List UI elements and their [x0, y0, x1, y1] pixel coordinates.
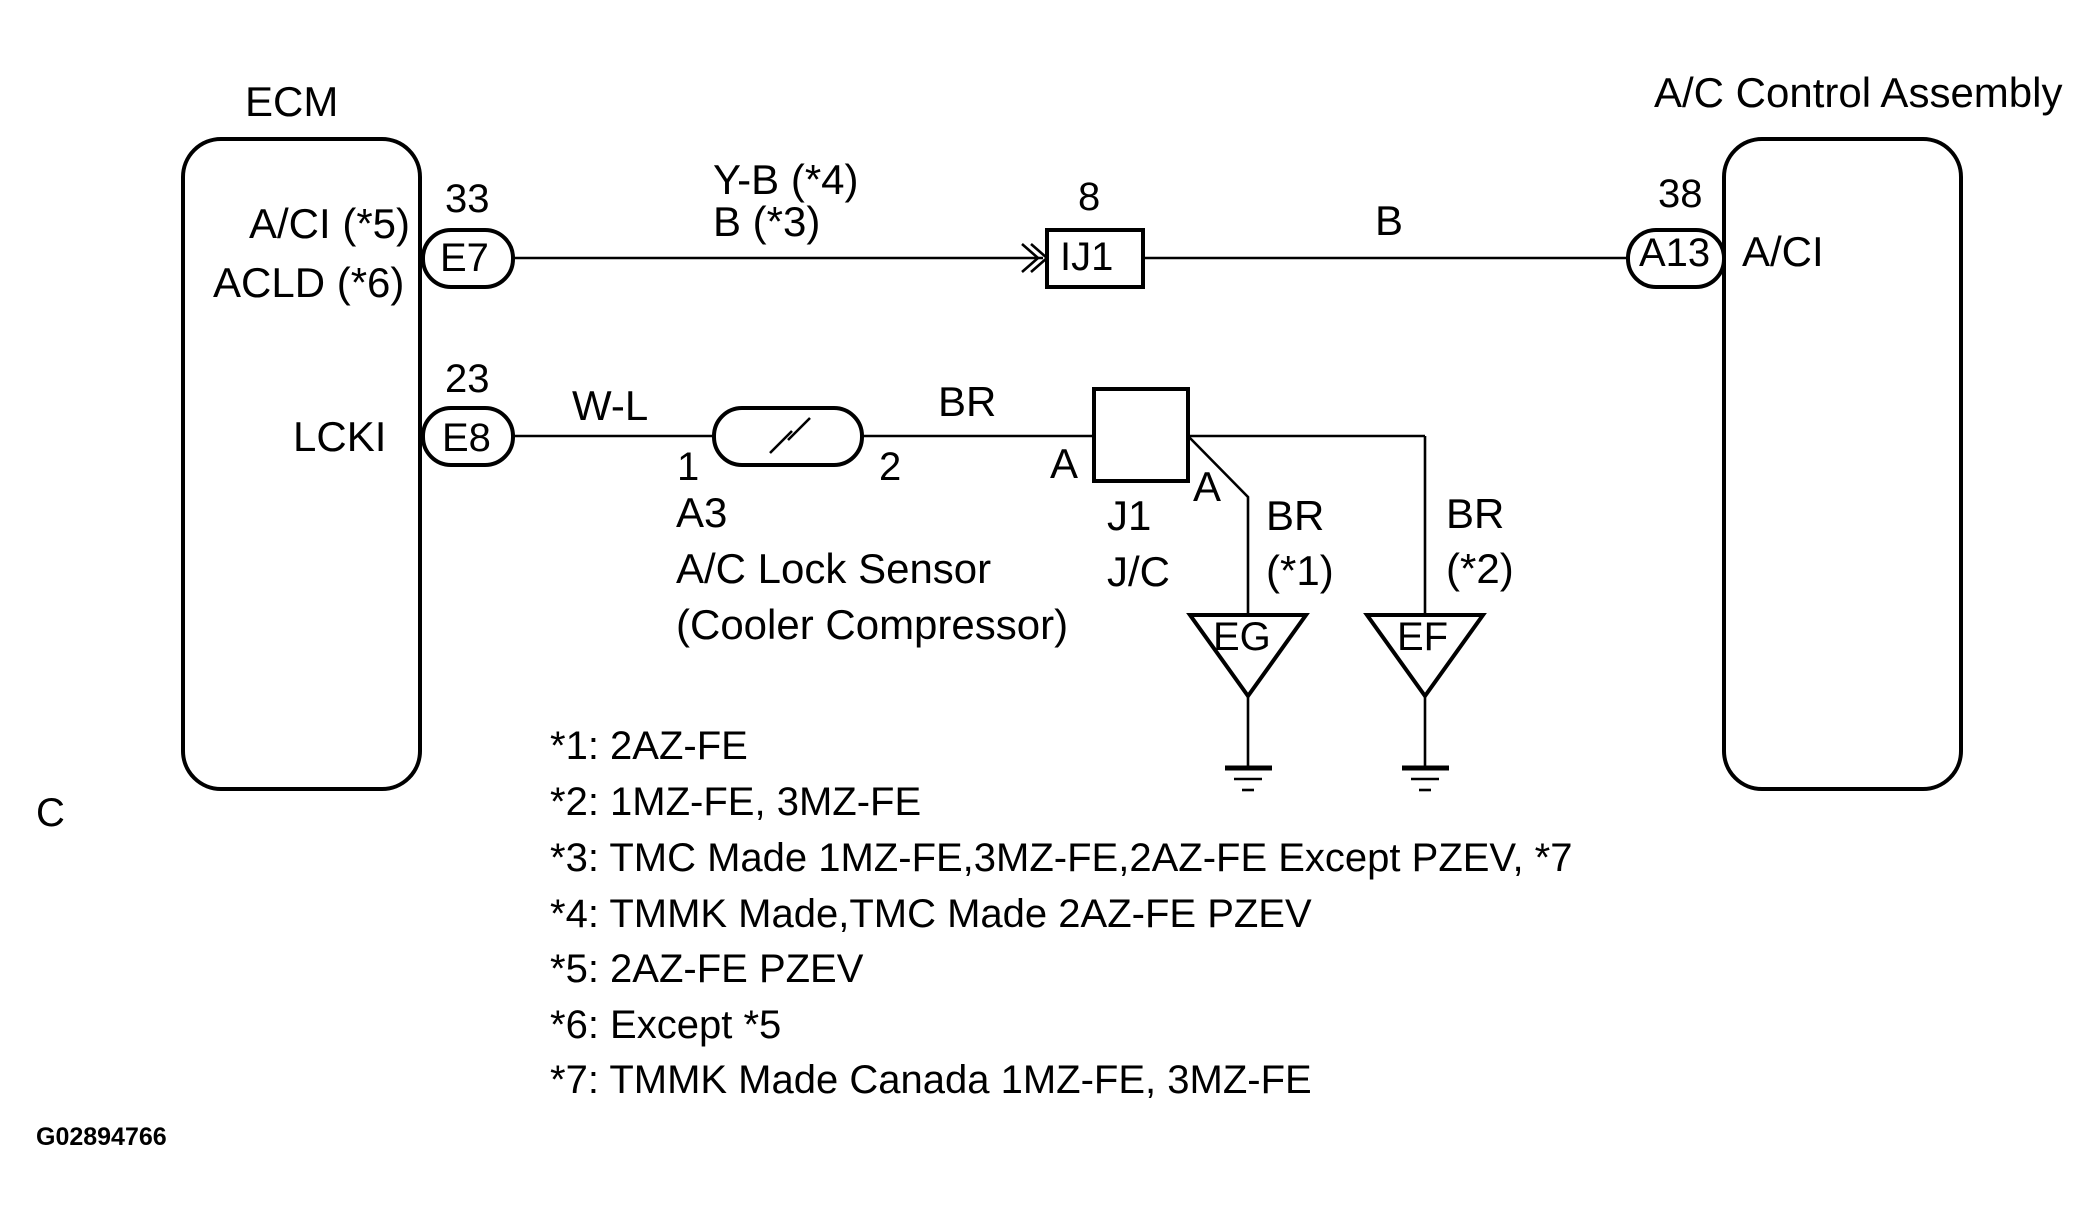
connector-e8: E8 23	[421, 357, 515, 467]
ground-ef-triangle	[1363, 613, 1487, 700]
ground-eg-label: EG	[1213, 615, 1271, 659]
connector-ij1-label: IJ1	[1060, 235, 1113, 279]
sensor-switch-stroke-2	[787, 417, 811, 441]
ecm-pin-acld-label: ACLD (*6)	[213, 259, 404, 306]
footnote-5: *5: 2AZ-FE PZEV	[550, 947, 864, 991]
footnote-6: *6: Except *5	[550, 1003, 781, 1047]
wire-ij1-color: B	[1375, 197, 1403, 244]
connector-e7-label: E7	[440, 236, 489, 280]
sensor-switch-stroke-1	[769, 430, 793, 454]
footnotes: *1: 2AZ-FE *2: 1MZ-FE, 3MZ-FE *3: TMC Ma…	[550, 724, 1572, 1102]
ecm-pin-lcki-label: LCKI	[293, 413, 386, 460]
connector-a13-oval	[1626, 228, 1726, 289]
ground-ef-label: EF	[1397, 615, 1448, 659]
sensor-name: A/C Lock Sensor	[676, 545, 991, 592]
wire-e7-color-2: B (*3)	[713, 198, 820, 245]
wire-e7-color-1: Y-B (*4)	[713, 156, 859, 203]
footnote-3: *3: TMC Made 1MZ-FE,3MZ-FE,2AZ-FE Except…	[550, 836, 1572, 880]
ecm-pin-acl-label: A/CI (*5)	[249, 200, 410, 247]
footnote-1: *1: 2AZ-FE	[550, 724, 748, 768]
footnote-7: *7: TMMK Made Canada 1MZ-FE, 3MZ-FE	[550, 1058, 1312, 1102]
connector-ij1: IJ1 8	[1045, 175, 1145, 289]
wire-junction-to-eg	[1187, 435, 1250, 615]
ground-ef: BR (*2) EF	[1363, 490, 1514, 792]
junction-terminal-in: A	[1050, 440, 1078, 487]
sensor-subtitle: (Cooler Compressor)	[676, 601, 1068, 648]
ecm-component: ECM A/CI (*5) ACLD (*6) LCKI	[181, 78, 422, 791]
connector-e8-pin-number: 23	[445, 357, 490, 401]
ecm-title: ECM	[245, 78, 338, 125]
junction-code: J1	[1107, 492, 1151, 539]
ac-control-title: A/C Control Assembly	[1654, 69, 2062, 116]
ground-eg-note: (*1)	[1266, 547, 1334, 594]
wire-e8-color: W-L	[572, 382, 648, 429]
ground-eg-wire: BR	[1266, 492, 1324, 539]
ac-control-pin-label: A/CI	[1742, 228, 1824, 275]
ground-ef-note: (*2)	[1446, 545, 1514, 592]
junction-j1: A A J1 J/C	[1050, 387, 1221, 595]
ac-lock-sensor: 1 2 A3 A/C Lock Sensor (Cooler Compresso…	[676, 406, 1068, 648]
corner-letter: C	[36, 791, 65, 835]
ac-control-box	[1722, 137, 1963, 791]
sensor-pin-1: 1	[677, 445, 699, 489]
figure-id: G02894766	[36, 1123, 167, 1151]
connector-e8-label: E8	[442, 416, 491, 460]
connector-a13-pin-number: 38	[1658, 172, 1703, 216]
ground-eg: BR (*1) EG	[1186, 492, 1334, 792]
junction-terminal-out: A	[1193, 463, 1221, 510]
connector-e7: E7 33	[421, 177, 515, 289]
wire-arrow-1	[1021, 243, 1040, 273]
junction-j1-box	[1092, 387, 1190, 483]
sensor-code: A3	[676, 489, 727, 536]
wire-sensor-color: BR	[938, 378, 996, 425]
connector-e7-pin-number: 33	[445, 177, 490, 221]
ecm-box	[181, 137, 422, 791]
ac-control-assembly: A/C Control Assembly A/CI	[1654, 69, 2062, 791]
sensor-pin-2: 2	[879, 445, 901, 489]
ground-eg-triangle	[1186, 613, 1310, 700]
footnote-4: *4: TMMK Made,TMC Made 2AZ-FE PZEV	[550, 892, 1312, 936]
connector-ij1-pin-number: 8	[1078, 175, 1100, 219]
connector-a13: A13 38	[1626, 172, 1726, 289]
connector-a13-label: A13	[1639, 231, 1710, 275]
ground-ef-wire: BR	[1446, 490, 1504, 537]
junction-name: J/C	[1107, 548, 1170, 595]
footnote-2: *2: 1MZ-FE, 3MZ-FE	[550, 780, 921, 824]
connector-ij1-box	[1045, 228, 1145, 289]
